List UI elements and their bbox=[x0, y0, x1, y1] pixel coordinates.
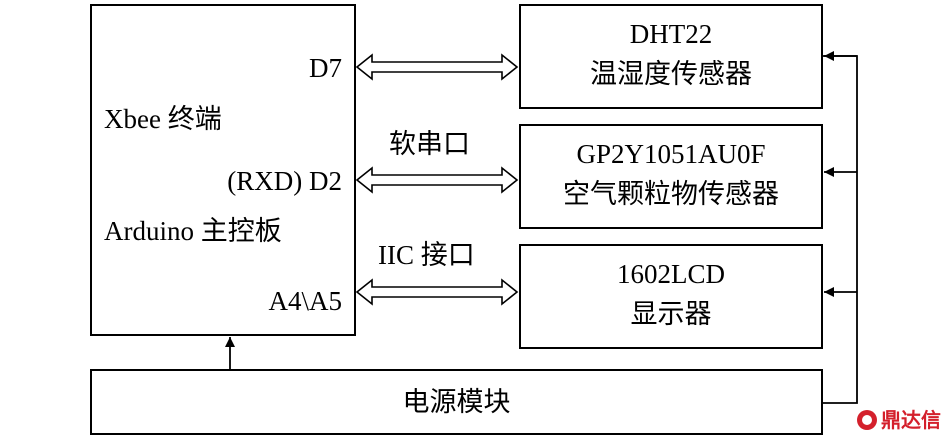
lcd-line1: 1602LCD bbox=[617, 259, 725, 289]
gp2y-line2: 空气颗粒物传感器 bbox=[563, 179, 779, 209]
power-box bbox=[90, 369, 823, 435]
iic-label: IIC 接口 bbox=[378, 240, 475, 270]
power-feed-line bbox=[822, 55, 858, 404]
pin-a4a5: A4\A5 bbox=[268, 286, 343, 316]
pin-d7: D7 bbox=[309, 53, 342, 83]
dht22-line1: DHT22 bbox=[629, 19, 713, 49]
lcd-box bbox=[519, 244, 823, 349]
bus-arrow-a4a5 bbox=[355, 278, 519, 306]
soft-serial-label: 软串口 bbox=[389, 129, 470, 159]
watermark-logo: 鼎达信 bbox=[857, 404, 941, 433]
bus-arrow-d7 bbox=[355, 53, 519, 81]
power-label: 电源模块 bbox=[402, 387, 511, 417]
gp2y-box bbox=[519, 124, 823, 229]
watermark-badge-icon bbox=[857, 410, 877, 430]
pin-d2: (RXD) D2 bbox=[227, 166, 342, 196]
dht22-line2: 温湿度传感器 bbox=[590, 59, 752, 89]
lcd-line2: 显示器 bbox=[630, 299, 712, 329]
watermark-text: 鼎达信 bbox=[881, 408, 941, 432]
main-controller-box bbox=[90, 4, 356, 336]
controller-line1: Xbee 终端 bbox=[104, 104, 222, 134]
bus-arrow-d2 bbox=[355, 166, 519, 194]
controller-line2: Arduino 主控板 bbox=[104, 216, 282, 246]
gp2y-line1: GP2Y1051AU0F bbox=[576, 139, 766, 169]
